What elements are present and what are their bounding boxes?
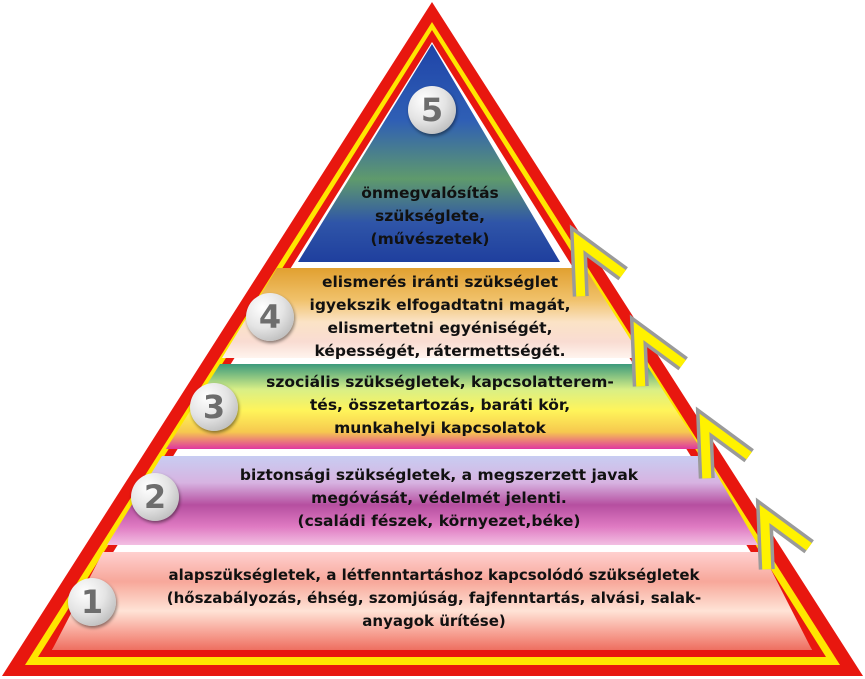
level-1-text: alapszükségletek, a létfenntartáshoz kap… bbox=[124, 564, 744, 633]
arrow-up-right-icon bbox=[695, 406, 754, 479]
arrow-up-right-icon bbox=[755, 497, 814, 570]
level-1-line-1: alapszükségletek, a létfenntartáshoz kap… bbox=[168, 566, 700, 584]
level-5-line-3: (művészetek) bbox=[370, 230, 490, 248]
level-4-text: elismerés iránti szükséglet igyekszik el… bbox=[290, 271, 590, 363]
level-5-band bbox=[298, 44, 560, 262]
level-3-line-3: munkahelyi kapcsolatok bbox=[334, 419, 546, 437]
level-5-number-badge: 5 bbox=[408, 86, 456, 134]
level-2-number-badge: 2 bbox=[131, 473, 179, 521]
level-5-text: önmegvalósítás szükséglete, (művészetek) bbox=[300, 182, 560, 251]
level-1-number-badge: 1 bbox=[68, 578, 116, 626]
level-3-line-1: szociális szükségletek, kapcsolatterem- bbox=[266, 373, 614, 391]
level-2-line-1: biztonsági szükségletek, a megszerzett j… bbox=[239, 466, 639, 484]
level-1-line-3: anyagok ürítése) bbox=[362, 612, 506, 630]
level-4-line-1: elismerés iránti szükséglet bbox=[321, 273, 559, 291]
arrow-up-right-icon bbox=[629, 314, 688, 387]
level-4-number-badge: 4 bbox=[246, 293, 294, 341]
level-2-line-3: (családi fészek, környezet,béke) bbox=[297, 512, 581, 530]
level-5-line-2: szükséglete, bbox=[374, 207, 486, 225]
level-4-line-2: igyekszik elfogadtatni magát, bbox=[309, 296, 571, 314]
level-2-text: biztonsági szükségletek, a megszerzett j… bbox=[216, 464, 662, 533]
level-3-line-2: tés, összetartozás, baráti kör, bbox=[309, 396, 571, 414]
level-5-line-1: önmegvalósítás bbox=[361, 184, 499, 202]
level-1-line-2: (hőszabályozás, éhség, szomjúság, fajfen… bbox=[166, 589, 702, 607]
level-2-band bbox=[107, 456, 758, 545]
level-1-band bbox=[52, 552, 812, 650]
level-3-band bbox=[166, 364, 701, 449]
level-2-line-2: megóvását, védelmét jelenti. bbox=[311, 489, 567, 507]
arrow-up-right-icon bbox=[569, 224, 628, 297]
level-4-line-3: elismertetni egyéniségét, bbox=[327, 319, 553, 337]
level-3-text: szociális szükségletek, kapcsolatterem- … bbox=[236, 371, 644, 440]
level-4-line-4: képességét, rátermettségét. bbox=[314, 342, 566, 360]
level-4-band bbox=[222, 268, 642, 358]
level-3-number-badge: 3 bbox=[190, 383, 238, 431]
